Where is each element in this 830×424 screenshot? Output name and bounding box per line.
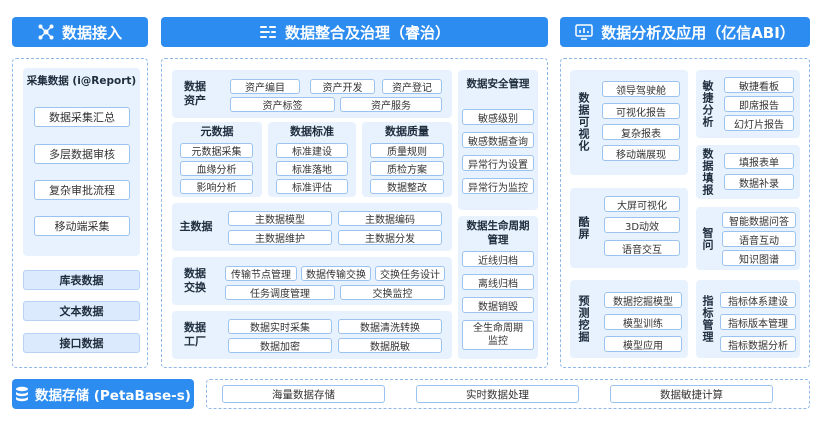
exchange-item: 交换任务设计 [375,266,445,281]
header-integrate: 数据整合及治理（睿治） [161,17,548,47]
master-item: 主数据维护 [228,230,332,245]
lifecycle-item: 离线归档 [462,274,534,290]
security-item: 异常行为设置 [462,155,534,171]
standard-item: 标准建设 [276,143,348,158]
storage-item: 实时数据处理 [416,385,579,403]
quality-item: 质检方案 [370,161,444,176]
header-storage-title: 数据存储 (PetaBase-s) [35,388,191,404]
quality-item: 数据整改 [370,179,444,194]
factory-item: 数据脱敏 [338,338,442,353]
metrics-item: 指标体系建设 [720,292,796,308]
security-item: 敏感级别 [462,109,534,125]
standard-title: 数据标准 [290,125,334,138]
header-ingest-title: 数据接入 [61,23,122,42]
collect-title: 采集数据 (i@Report) [26,75,137,87]
smart-label: 智问 [701,226,714,251]
fill-label: 数据填报 [701,148,714,196]
source-text: 文本数据 [23,301,140,321]
quality-title: 数据质量 [385,125,429,138]
viz-item: 可视化报告 [602,103,680,119]
asset-item: 资产服务 [340,97,442,112]
master-label: 主数据 [179,220,213,233]
mining-item: 模型训练 [604,314,682,330]
quality-item: 质量规则 [370,143,444,158]
metrics-item: 指标版本管理 [720,314,796,330]
asset-item: 资产开发 [310,79,375,94]
lifecycle-item: 近线归档 [462,251,534,267]
collect-item: 数据采集汇总 [34,107,130,127]
header-ingest: 数据接入 [12,17,148,47]
network-icon [38,24,54,40]
asset-item: 资产编目 [230,79,300,94]
fill-item: 填报表单 [724,153,794,169]
master-item: 主数据模型 [228,211,332,226]
security-item: 异常行为监控 [462,178,534,194]
ingest-section [12,58,148,368]
governance-section [161,58,548,368]
integrate-icon [259,26,276,38]
master-item: 主数据编码 [338,211,442,226]
collect-item: 移动端采集 [34,216,130,236]
meta-item: 影响分析 [180,179,253,194]
master-item: 主数据分发 [338,230,442,245]
factory-item: 数据加密 [228,338,332,353]
header-analyze-title: 数据分析及应用（亿信ABI） [601,23,795,42]
mining-item: 模型应用 [604,336,682,352]
mining-label: 预测挖掘 [577,295,590,343]
storage-item: 数据敏捷计算 [610,385,773,403]
mining-item: 数据挖掘模型 [604,292,682,308]
standard-item: 标准评估 [276,179,348,194]
smart-item: 语音互动 [722,231,796,247]
security-title: 数据安全管理 [466,78,530,90]
asset-item: 资产登记 [382,79,442,94]
fill-item: 数据补录 [724,174,794,190]
monitor-chart-icon [575,24,593,40]
cool-label: 酷屏 [577,216,590,240]
asset-item: 资产标签 [230,97,335,112]
viz-item: 领导驾驶舱 [602,81,680,97]
agile-item: 敏捷看板 [724,77,794,93]
exchange-item: 任务调度管理 [225,285,335,300]
exchange-item: 交换监控 [340,285,445,300]
standard-item: 标准落地 [276,161,348,176]
storage-item: 海量数据存储 [222,385,385,403]
lifecycle-title: 数据生命周期管理 [466,220,530,246]
cool-item: 3D动效 [604,217,680,233]
header-storage: 数据存储 (PetaBase-s) [12,379,194,409]
collect-item: 复杂审批流程 [34,180,130,200]
source-interface: 接口数据 [23,333,140,353]
exchange-item: 传输节点管理 [225,266,297,281]
agile-item: 即席报告 [724,96,794,112]
viz-item: 移动端展现 [602,145,680,161]
lifecycle-item: 数据销毁 [462,297,534,313]
factory-label: 数据工厂 [184,321,206,348]
exchange-item: 数据传输交换 [301,266,371,281]
smart-item: 知识图谱 [722,250,796,266]
header-analyze: 数据分析及应用（亿信ABI） [560,17,810,47]
viz-label: 数据可视化 [577,92,590,152]
agile-item: 幻灯片报告 [724,115,794,131]
metrics-label: 指标管理 [701,295,714,343]
storage-section [206,379,810,409]
exchange-label: 数据交换 [184,267,206,294]
asset-label: 数据资产 [184,80,206,107]
factory-item: 数据清洗转换 [338,319,442,334]
meta-title: 元数据 [200,125,234,138]
cool-item: 大屏可视化 [604,196,680,212]
cool-item: 语音交互 [604,240,680,256]
meta-item: 血缘分析 [180,161,253,176]
header-integrate-title: 数据整合及治理（睿治） [284,23,450,42]
collect-item: 多层数据审核 [34,144,130,164]
meta-item: 元数据采集 [180,143,253,158]
metrics-item: 指标数据分析 [720,336,796,352]
security-item: 敏感数据查询 [462,132,534,148]
source-library-table: 库表数据 [23,270,140,290]
factory-item: 数据实时采集 [228,319,332,334]
viz-item: 复杂报表 [602,124,680,140]
database-icon [16,386,29,402]
agile-label: 敏捷分析 [701,80,714,128]
smart-item: 智能数据问答 [722,212,796,228]
analysis-section [560,58,810,368]
lifecycle-item: 全生命周期监控 [462,320,534,350]
